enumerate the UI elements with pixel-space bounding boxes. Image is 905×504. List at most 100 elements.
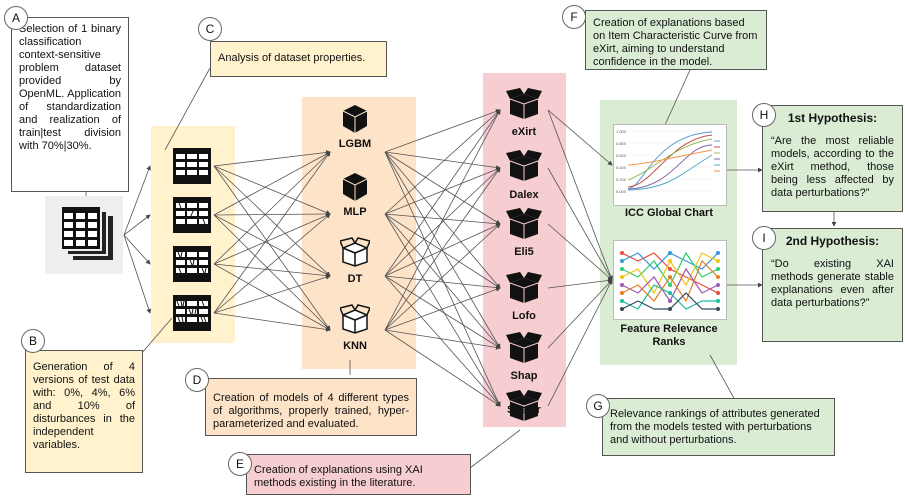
xai-to-ranks-edge (547, 279, 613, 407)
callout-g-line (709, 354, 736, 401)
model-mlp-label: MLP (343, 206, 367, 218)
model-to-xai-edge (384, 109, 501, 215)
icc-ytick: 0.000 (616, 189, 627, 194)
xai-eli5-icon (505, 206, 543, 240)
model-lgbm-icon (342, 104, 368, 134)
model-to-xai-edge (384, 213, 501, 407)
xai-exirt-icon (505, 86, 543, 120)
dataset-version-0 (173, 148, 211, 184)
dataset-to-model-edge (213, 213, 331, 265)
marker-d: D (185, 368, 209, 392)
model-to-xai-edge (384, 109, 501, 331)
model-to-xai-edge (384, 109, 501, 153)
exirt-to-icc-edge (547, 109, 613, 166)
model-mlp-icon (342, 172, 368, 202)
model-to-xai-edge (384, 213, 501, 227)
marker-g: G (586, 394, 610, 418)
dataset-to-model-edge (213, 150, 331, 167)
callout-c-line (164, 67, 211, 151)
hypothesis-1-text: “Are the most reliable models, according… (771, 135, 894, 199)
dataset-to-model-edge (213, 263, 331, 278)
model-to-xai-edge (384, 287, 501, 331)
dataset-to-model-edge (213, 165, 331, 215)
model-to-xai-edge (384, 223, 501, 331)
dataset-version-4 (173, 197, 211, 233)
xai-to-ranks-edge (547, 223, 613, 281)
step-b-box: Generation of 4 versions of test data wi… (25, 350, 143, 473)
step-d-box: Creation of models of 4 different types … (205, 378, 417, 436)
marker-a: A (4, 6, 28, 30)
model-to-xai-edge (384, 275, 501, 290)
step-g-box: Relevance rankings of attributes generat… (602, 398, 835, 456)
xai-lofo-icon (505, 270, 543, 304)
xai-exirt-label: eXirt (511, 126, 537, 138)
hypothesis-1-box: 1st Hypothesis: “Are the most reliable m… (762, 105, 903, 212)
dataset-version-6 (173, 246, 211, 282)
dataset-to-model-edge (213, 214, 331, 331)
hypothesis-2-text: “Do existing XAI methods generate stable… (771, 258, 894, 309)
icc-ytick: 0.200 (616, 177, 627, 182)
model-to-xai-edge (384, 167, 501, 215)
model-to-xai-edge (384, 151, 501, 225)
dataset-to-model-edge (213, 213, 331, 314)
icc-ytick: 0.800 (616, 141, 627, 146)
dataset-to-model-edge (213, 312, 331, 332)
step-a-box: Selection of 1 binary classification con… (11, 17, 129, 192)
xai-to-ranks-edge (547, 167, 613, 281)
xai-skater-label: Skater (507, 404, 541, 416)
xai-to-ranks-edge (547, 109, 613, 281)
hypothesis-2-box: 2nd Hypothesis: “Do existing XAI methods… (762, 228, 903, 342)
marker-e: E (228, 452, 252, 476)
marker-h: H (752, 103, 776, 127)
source-to-dataset-edge (123, 214, 151, 236)
table-icon (60, 205, 113, 260)
model-to-xai-edge (384, 329, 501, 350)
dataset-to-model-edge (213, 165, 331, 331)
model-to-xai-edge (384, 151, 501, 407)
model-to-xai-edge (384, 213, 501, 349)
model-dt-icon (338, 237, 372, 267)
step-c-box: Analysis of dataset properties. (210, 41, 387, 77)
source-to-dataset-edge (123, 234, 151, 265)
model-to-xai-edge (384, 275, 501, 349)
source-to-dataset-edge (123, 165, 151, 236)
xai-shap-icon (505, 330, 543, 364)
icc-ytick: 0.600 (616, 153, 627, 158)
dataset-to-model-edge (213, 274, 331, 314)
xai-panel (483, 73, 566, 427)
xai-shap-label: Shap (510, 370, 538, 382)
source-to-dataset-edge (123, 234, 152, 314)
xai-lofo-label: Lofo (512, 310, 536, 322)
dataset-to-model-edge (213, 211, 331, 217)
marker-i: I (752, 226, 776, 250)
xai-skater-icon (505, 388, 543, 422)
step-e-box: Creation of explanations using XAI metho… (246, 454, 471, 495)
model-knn-icon (338, 304, 372, 334)
xai-to-ranks-edge (547, 278, 613, 289)
dataset-to-model-edge (213, 263, 331, 331)
marker-b: B (21, 329, 45, 353)
model-knn-label: KNN (343, 340, 367, 352)
hypothesis-2-title: 2nd Hypothesis: (785, 234, 880, 248)
xai-eli5-label: Eli5 (514, 246, 534, 258)
marker-c: C (198, 17, 222, 41)
feature-ranks-thumbnail (613, 240, 727, 320)
callout-e-line (469, 429, 521, 469)
xai-dalex-icon (505, 148, 543, 182)
dataset-to-model-edge (213, 214, 331, 277)
model-to-xai-edge (384, 275, 501, 407)
marker-f: F (562, 5, 586, 29)
model-to-xai-edge (384, 213, 501, 289)
icc-ytick: 0.400 (616, 165, 627, 170)
model-to-xai-edge (384, 329, 501, 407)
dataset-version-10 (173, 295, 211, 331)
hypothesis-1-title: 1st Hypothesis: (787, 111, 878, 125)
dataset-to-model-edge (213, 151, 331, 265)
icc-ytick: 1.000 (616, 129, 627, 134)
model-lgbm-label: LGBM (338, 138, 372, 150)
feature-ranks-title: Feature Relevance Ranks (620, 323, 718, 348)
model-to-xai-edge (384, 151, 501, 170)
model-to-xai-edge (384, 167, 501, 331)
dataset-to-model-edge (213, 151, 331, 314)
